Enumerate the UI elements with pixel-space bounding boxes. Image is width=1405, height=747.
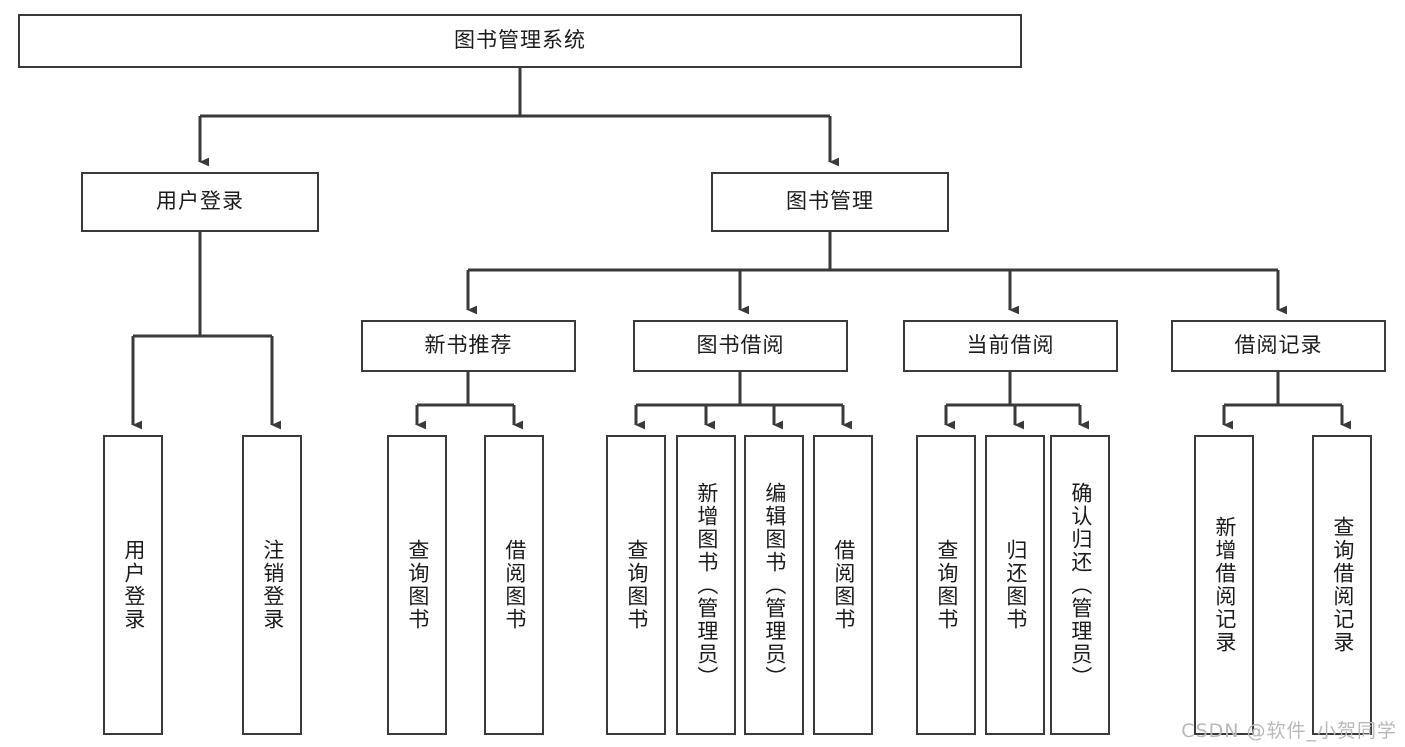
node-borrow-record[interactable]: 借阅记录 — [1171, 320, 1386, 372]
node-new-book-recommend-label: 新书推荐 — [424, 333, 513, 358]
leaf-logout[interactable]: 注销登录 — [242, 435, 302, 735]
leaf-add-borrow-record-label: 新增借阅记录 — [1212, 516, 1237, 654]
leaf-query-book-current-label: 查询图书 — [934, 539, 959, 631]
leaf-return-book[interactable]: 归还图书 — [985, 435, 1045, 735]
leaf-confirm-return-admin[interactable]: 确认归还（管理员） — [1050, 435, 1110, 735]
connectors — [131, 68, 1352, 430]
node-book-borrow[interactable]: 图书借阅 — [633, 320, 848, 372]
leaf-query-borrow-record[interactable]: 查询借阅记录 — [1312, 435, 1372, 735]
leaf-user-login[interactable]: 用户登录 — [103, 435, 163, 735]
leaf-add-book-admin-label: 新增图书（管理员） — [694, 481, 719, 689]
leaf-add-book-admin[interactable]: 新增图书（管理员） — [676, 435, 736, 735]
leaf-return-book-label: 归还图书 — [1003, 539, 1028, 631]
leaf-query-book-newbook[interactable]: 查询图书 — [387, 435, 447, 735]
node-borrow-record-label: 借阅记录 — [1234, 333, 1323, 358]
leaf-logout-label: 注销登录 — [260, 539, 285, 631]
node-book-management-label: 图书管理 — [786, 189, 874, 214]
node-current-borrow-label: 当前借阅 — [966, 333, 1055, 358]
leaf-edit-book-admin-label: 编辑图书（管理员） — [762, 481, 787, 689]
node-user-login-label: 用户登录 — [156, 189, 244, 214]
node-book-management[interactable]: 图书管理 — [711, 172, 949, 232]
leaf-add-borrow-record[interactable]: 新增借阅记录 — [1194, 435, 1254, 735]
leaf-confirm-return-admin-label: 确认归还（管理员） — [1068, 481, 1093, 689]
leaf-query-borrow-record-label: 查询借阅记录 — [1330, 516, 1355, 654]
leaf-query-book-current[interactable]: 查询图书 — [916, 435, 976, 735]
leaf-borrow-book-newbook[interactable]: 借阅图书 — [484, 435, 544, 735]
leaf-edit-book-admin[interactable]: 编辑图书（管理员） — [744, 435, 804, 735]
leaf-query-book-newbook-label: 查询图书 — [405, 539, 430, 631]
leaf-query-book-borrow-label: 查询图书 — [624, 539, 649, 631]
node-root[interactable]: 图书管理系统 — [18, 14, 1022, 68]
node-user-login[interactable]: 用户登录 — [81, 172, 319, 232]
node-root-label: 图书管理系统 — [454, 28, 586, 53]
leaf-user-login-label: 用户登录 — [121, 539, 146, 631]
node-new-book-recommend[interactable]: 新书推荐 — [361, 320, 576, 372]
leaf-borrow-book-label: 借阅图书 — [831, 539, 856, 631]
node-current-borrow[interactable]: 当前借阅 — [903, 320, 1118, 372]
leaf-borrow-book-newbook-label: 借阅图书 — [502, 539, 527, 631]
leaf-borrow-book[interactable]: 借阅图书 — [813, 435, 873, 735]
leaf-query-book-borrow[interactable]: 查询图书 — [606, 435, 666, 735]
node-book-borrow-label: 图书借阅 — [696, 333, 785, 358]
